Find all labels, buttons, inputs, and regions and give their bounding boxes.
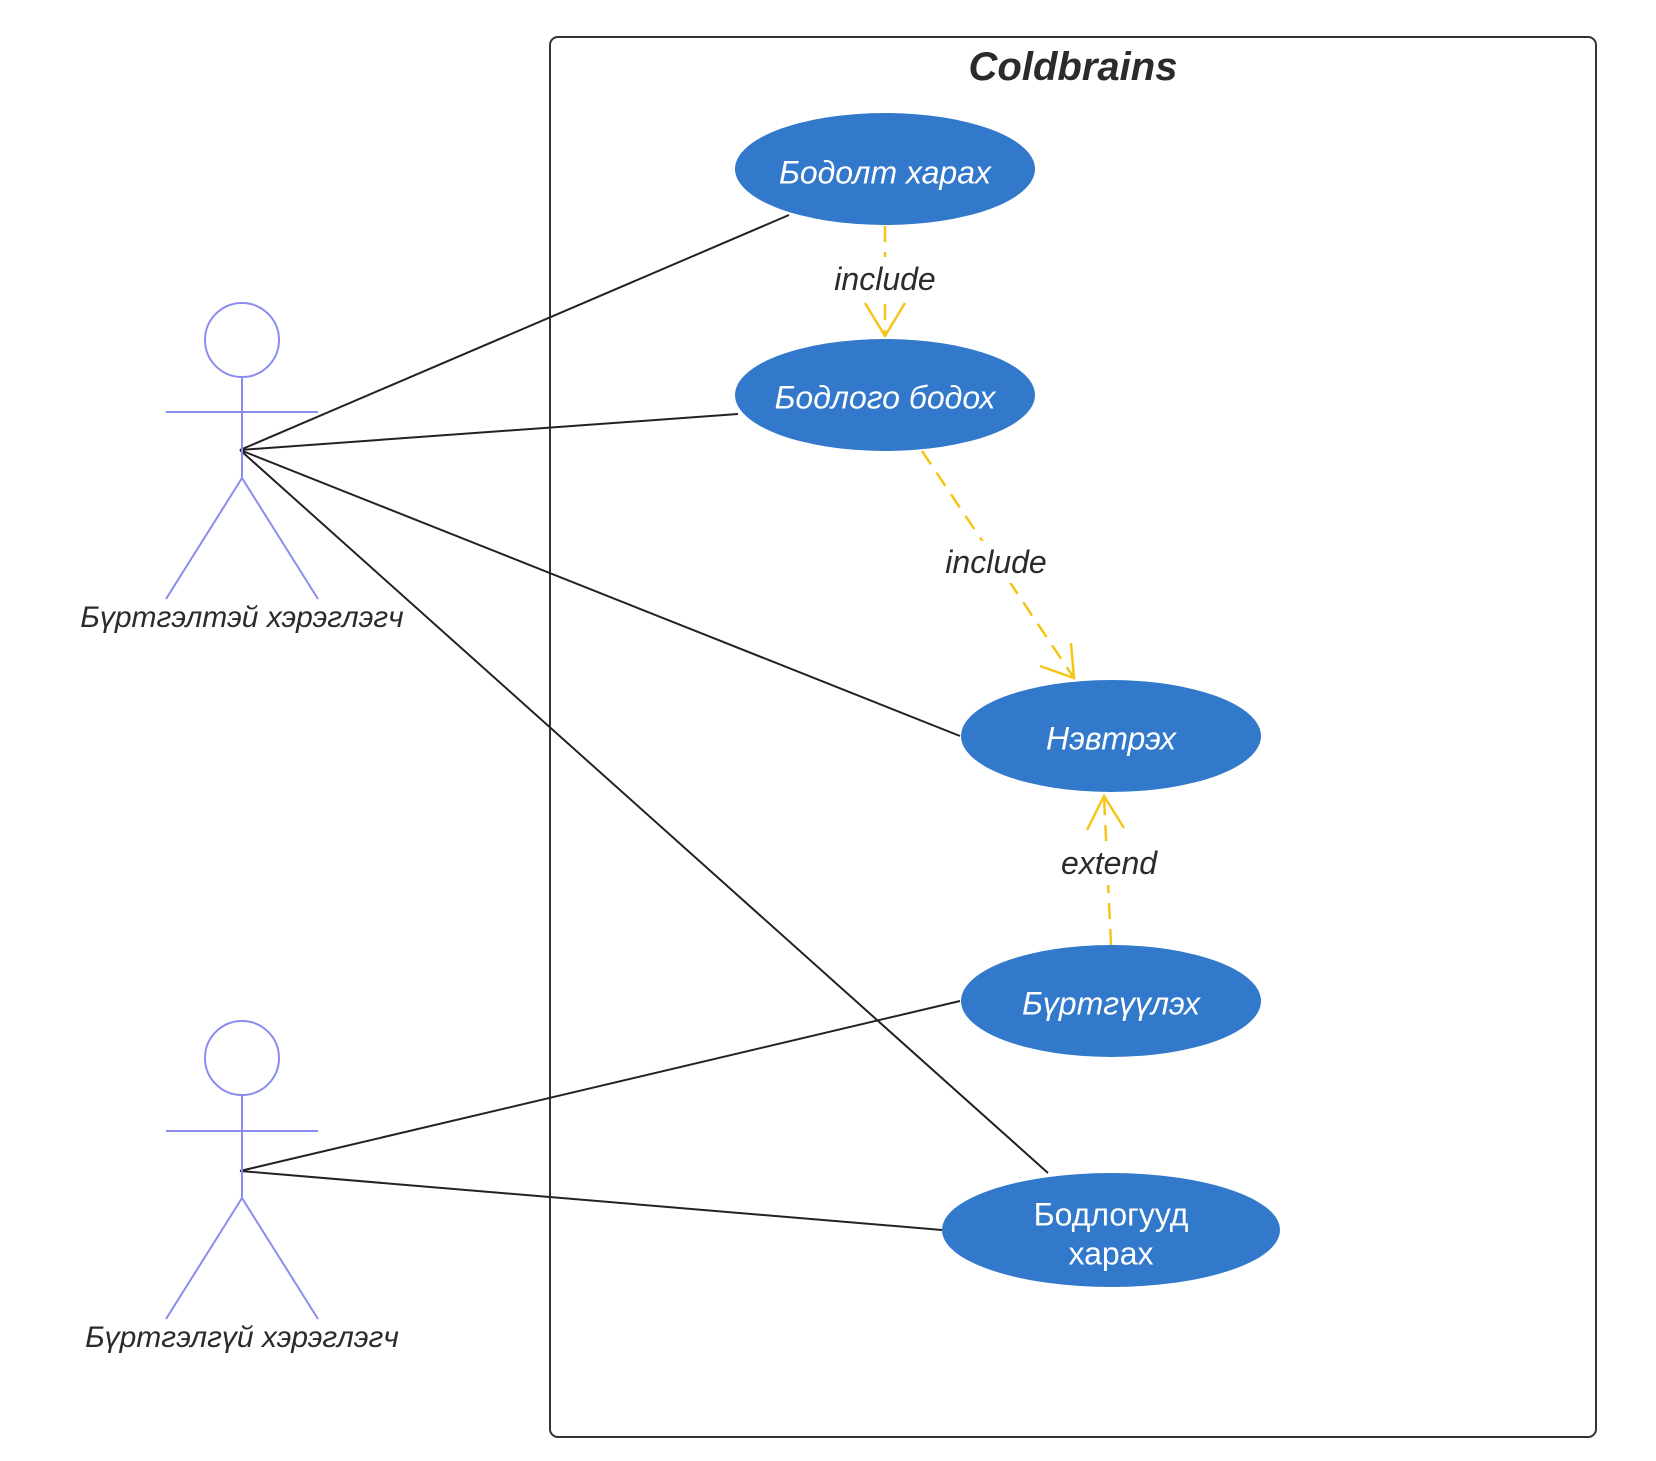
association-guest-view-problems [239,1170,943,1231]
use-case-label-line-1: Бодлогууд [1034,1196,1189,1232]
actor-left-leg [165,477,243,600]
association-registered-solve-problem [239,413,739,451]
use-case-ellipse [961,680,1261,792]
include-arrowhead-2 [1039,642,1076,680]
include-label-1: include [834,261,935,297]
use-case-label: Бодолт харах [779,154,992,190]
use-case-register[interactable]: Бүртгүүлэх [961,945,1261,1057]
actor-left-leg [165,1197,243,1320]
actor-head [204,302,280,378]
actor-guest-user[interactable]: Бүртгэлгүй хэрэглэгч [85,1020,399,1354]
use-case-label-line-2: харах [1068,1235,1153,1271]
actor-right-leg [241,1197,319,1320]
association-registered-login [239,449,961,737]
extend-label: extend [1061,845,1158,881]
include-label-2: include [945,544,1046,580]
use-case-ellipse [735,339,1035,451]
use-case-label: Бүртгүүлэх [1022,985,1201,1021]
actor-registered-user[interactable]: Бүртгэлтэй хэрэглэгч [80,302,404,634]
actor-right-leg [241,477,319,600]
system-boundary [549,36,1597,1438]
actor-label: Бүртгэлгүй хэрэглэгч [85,1321,399,1354]
use-case-view-problems[interactable]: Бодлогууд харах [942,1173,1280,1287]
use-case-label: Нэвтрэх [1046,720,1177,756]
associations [239,214,1049,1231]
association-registered-view-solution [239,214,790,451]
use-case-ellipse [735,113,1035,225]
system-title: Coldbrains [969,45,1178,89]
association-registered-view-problems [239,449,1049,1174]
use-case-ellipse [961,945,1261,1057]
use-case-ellipse [942,1173,1280,1287]
actor-head [204,1020,280,1096]
use-case-solve-problem[interactable]: Бодлого бодох [735,339,1035,451]
use-case-login[interactable]: Нэвтрэх [961,680,1261,792]
include-arrowhead-1 [863,302,907,339]
association-guest-register [239,1000,961,1172]
extend-arrowhead [1085,793,1126,831]
dependencies [863,226,1126,946]
use-case-label: Бодлого бодох [775,379,997,415]
use-case-view-solution[interactable]: Бодолт харах [735,113,1035,225]
actor-label: Бүртгэлтэй хэрэглэгч [80,601,403,634]
